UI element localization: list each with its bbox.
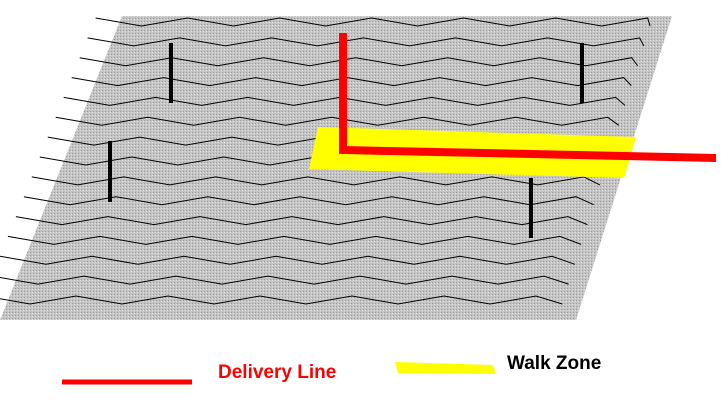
aisle-line xyxy=(0,295,563,305)
aisle-line xyxy=(15,216,588,226)
aisle-line xyxy=(55,116,620,126)
delivery-line xyxy=(339,33,717,162)
marker-posts xyxy=(108,43,584,238)
aisle-line xyxy=(23,196,594,206)
legend-label-walk-zone: Walk Zone xyxy=(507,353,602,374)
aisle-lines xyxy=(0,17,651,305)
aisle-line xyxy=(95,17,651,27)
aisle-line xyxy=(0,275,569,285)
legend-label-delivery-line: Delivery Line xyxy=(218,362,337,383)
legend-swatch-walk-zone xyxy=(395,362,496,374)
aisle-line xyxy=(7,235,582,245)
aisle-line xyxy=(63,96,626,106)
aisle-line xyxy=(0,255,576,265)
aisle-line xyxy=(79,57,639,67)
aisle-line xyxy=(87,37,645,47)
